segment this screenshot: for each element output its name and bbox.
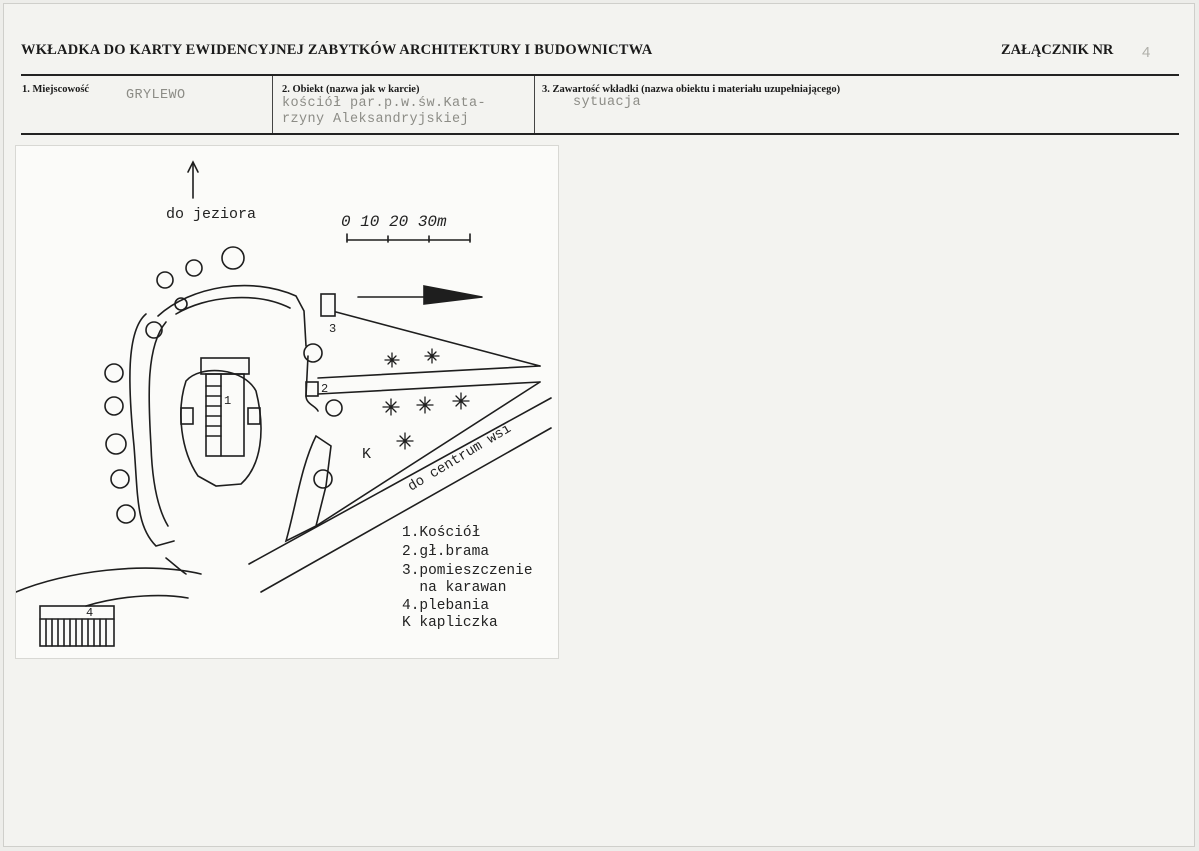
locality-label: 1. Miejscowość [22, 84, 90, 95]
scale-bar-icon [346, 233, 471, 243]
scale-label: 0 10 20 30m [341, 213, 447, 231]
annex-number: 4 [1142, 44, 1151, 61]
object-value-line2: rzyny Aleksandryjskiej [282, 112, 470, 127]
direction-arrow-icon [357, 285, 483, 305]
field-divider-2 [534, 76, 535, 133]
road-lines [16, 397, 552, 607]
north-arrow-icon [187, 160, 199, 199]
marker-church: 1 [224, 394, 231, 408]
field-divider-1 [272, 76, 273, 133]
main-gate [305, 381, 319, 397]
legend-line-4: na karawan [402, 580, 506, 596]
enclosure-lines [315, 311, 541, 527]
object-label: 2. Obiekt (nazwa jak w karcie) [282, 84, 420, 95]
church-building [180, 357, 262, 487]
site-plan-sketch: do jeziora 0 10 20 30m do centrum wsi 1 … [15, 145, 559, 659]
header-rule-top [21, 74, 1179, 76]
legend-line-2: 2.gł.brama [402, 544, 489, 560]
header-rule-bottom [21, 133, 1179, 135]
annex-label: ZAŁĄCZNIK NR [1001, 42, 1114, 58]
marker-rectory: 4 [86, 606, 93, 620]
legend-line-5: 4.plebania [402, 598, 489, 614]
room-building [320, 293, 336, 317]
marker-room: 3 [329, 322, 336, 336]
north-label: do jeziora [166, 206, 256, 223]
contents-label: 3. Zawartość wkładki (nazwa obiektu i ma… [542, 84, 841, 95]
locality-value: GRYLEWO [126, 88, 186, 103]
record-sheet: WKŁADKA DO KARTY EWIDENCYJNEJ ZABYTKÓW A… [3, 3, 1195, 847]
legend-line-1: 1.Kościół [402, 525, 480, 541]
marker-chapel: K [362, 446, 371, 463]
marker-gate: 2 [321, 382, 328, 396]
shrub-icons [382, 348, 470, 450]
site-plan-drawing: do jeziora 0 10 20 30m do centrum wsi 1 … [16, 160, 552, 647]
tree-icons [104, 246, 343, 524]
sketch-legend: 1.Kościół 2.gł.brama 3.pomieszczenie na … [402, 525, 533, 631]
rectory-building [39, 605, 115, 647]
object-value-line1: kościół par.p.w.św.Kata- [282, 96, 487, 111]
contents-value: sytuacja [573, 95, 642, 110]
legend-line-6: K kapliczka [402, 615, 498, 631]
sheet-title: WKŁADKA DO KARTY EWIDENCYJNEJ ZABYTKÓW A… [21, 42, 653, 58]
legend-line-3: 3.pomieszczenie [402, 563, 533, 579]
